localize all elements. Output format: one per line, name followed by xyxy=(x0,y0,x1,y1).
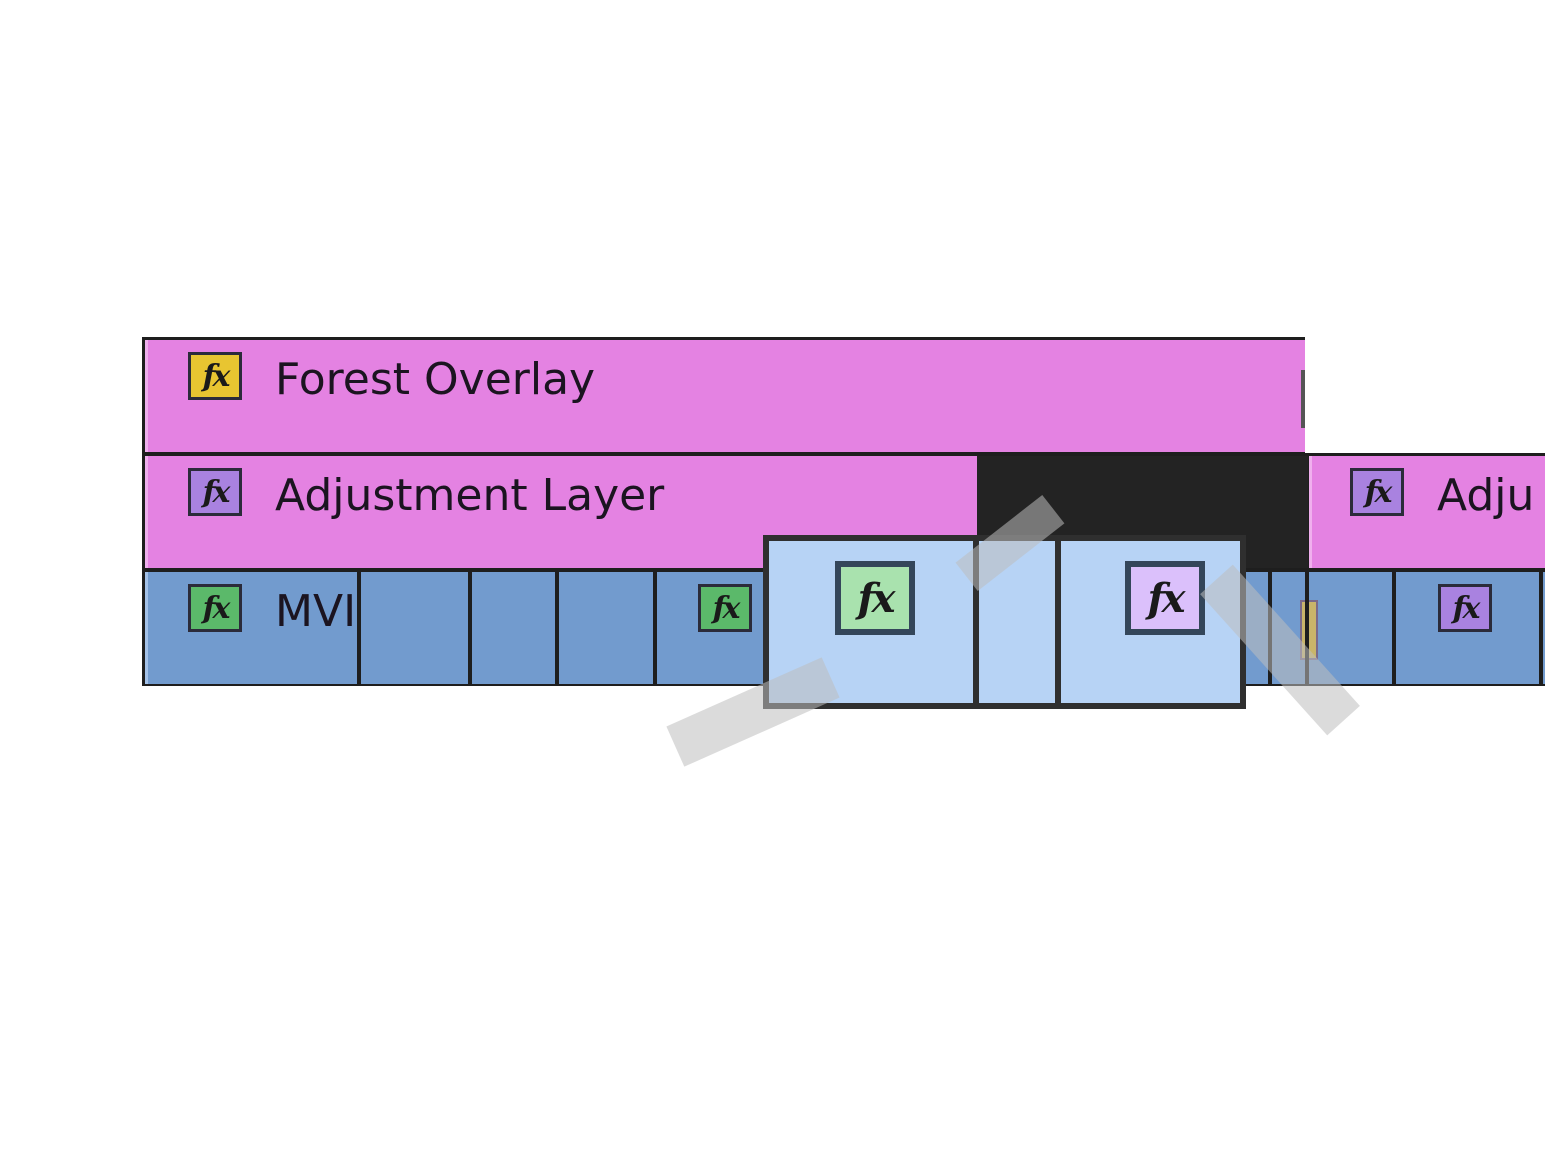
clip-divider xyxy=(1539,572,1543,684)
empty-track-area xyxy=(1305,337,1545,453)
clip-label: Adjustment Layer xyxy=(275,470,665,521)
clip-edge-handle[interactable] xyxy=(1301,370,1305,428)
fx-badge-icon[interactable]: fx xyxy=(188,584,242,632)
fx-badge-icon[interactable]: fx xyxy=(1125,561,1205,635)
fx-badge-icon[interactable]: fx xyxy=(835,561,915,635)
clip-divider xyxy=(357,572,361,684)
clip-adjustment-layer-2[interactable]: fx Adju xyxy=(1309,456,1545,568)
clip-label: Forest Overlay xyxy=(275,354,596,405)
clip-divider xyxy=(653,572,657,684)
clip-forest-overlay[interactable]: fx Forest Overlay xyxy=(145,340,1305,452)
clip-divider xyxy=(468,572,472,684)
fx-badge-icon[interactable]: fx xyxy=(1350,468,1404,516)
clip-divider xyxy=(1305,572,1309,684)
fx-badge-icon[interactable]: fx xyxy=(698,584,752,632)
clip-divider xyxy=(973,541,979,703)
clip-divider xyxy=(1392,572,1396,684)
clip-label: Adju xyxy=(1437,470,1535,521)
clip-divider xyxy=(1055,541,1061,703)
fx-badge-icon[interactable]: fx xyxy=(188,352,242,400)
fx-badge-icon[interactable]: fx xyxy=(1438,584,1492,632)
clip-label: MVI xyxy=(275,590,357,634)
clip-divider xyxy=(555,572,559,684)
fx-badge-icon[interactable]: fx xyxy=(188,468,242,516)
